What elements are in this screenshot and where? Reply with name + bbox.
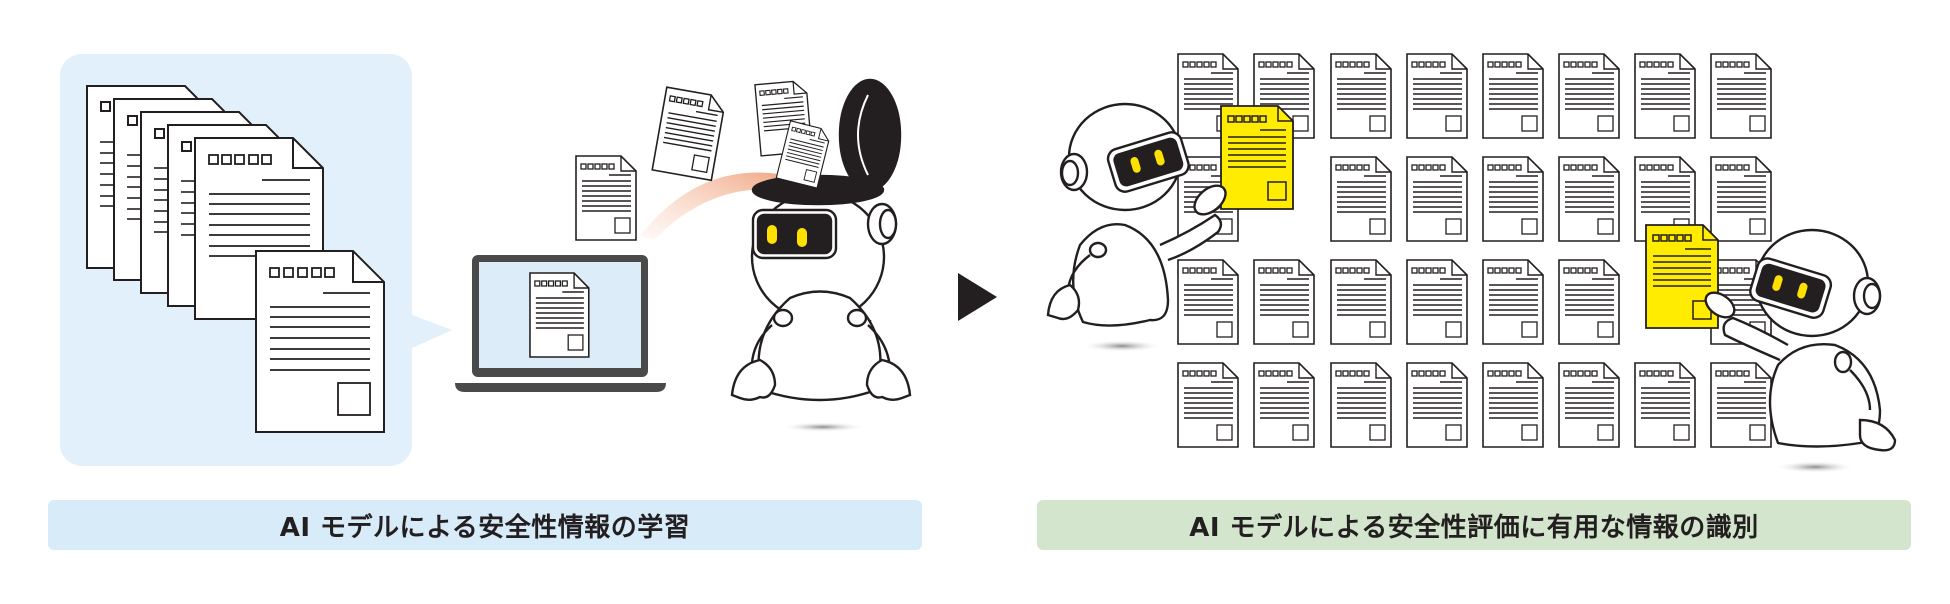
flying-document-icon	[575, 155, 637, 241]
highlighted-document-icon	[1645, 224, 1719, 329]
caption-learning: AI モデルによる安全性情報の学習	[48, 500, 922, 550]
flying-document-icon	[651, 86, 727, 182]
next-step-arrow-icon	[958, 273, 997, 321]
panel-pointer	[412, 315, 452, 348]
robot-learning-icon	[730, 78, 912, 432]
caption-identification-text: AI モデルによる安全性評価に有用な情報の識別	[1189, 512, 1759, 543]
highlighted-document-icon	[1220, 105, 1294, 210]
document-stack-icon	[86, 85, 385, 433]
robot-identifying-left-icon	[1046, 102, 1226, 352]
caption-identification: AI モデルによる安全性評価に有用な情報の識別	[1037, 500, 1911, 550]
laptop-icon	[455, 255, 666, 392]
robot-identifying-right-icon	[1704, 228, 1897, 473]
caption-learning-text: AI モデルによる安全性情報の学習	[279, 512, 691, 543]
robot-hand-icon	[1193, 184, 1227, 216]
